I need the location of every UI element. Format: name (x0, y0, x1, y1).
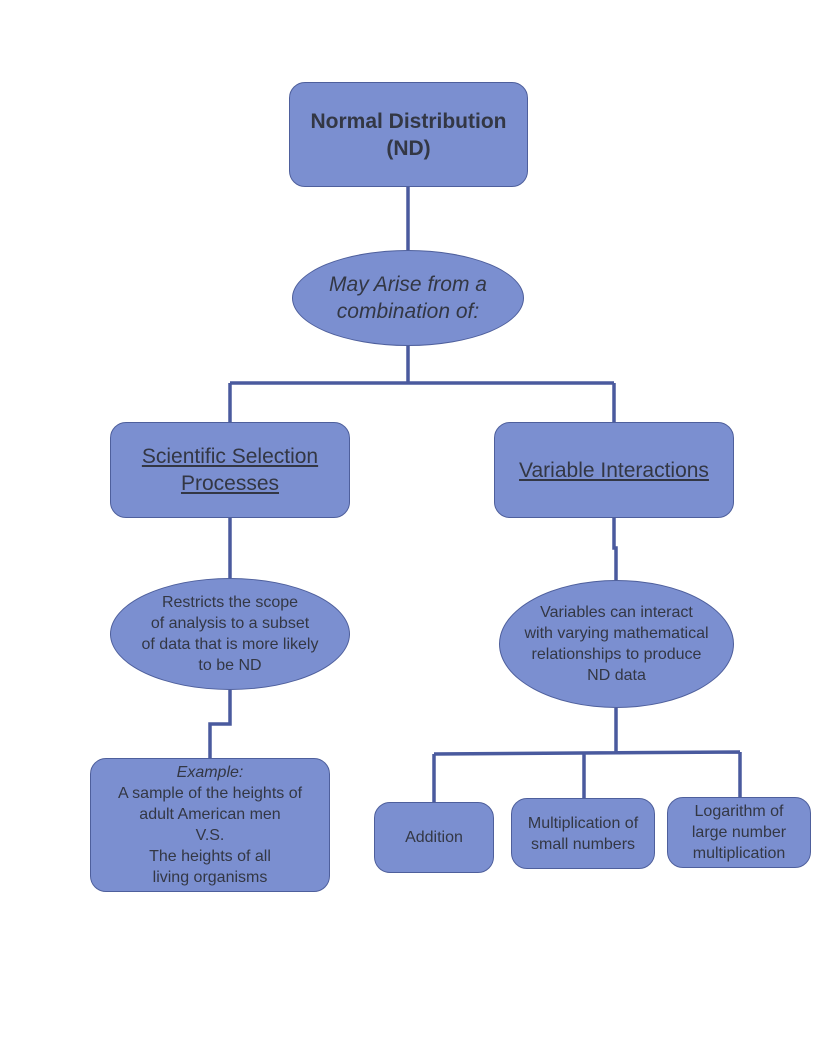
arise-from-node: May Arise from a combination of: (292, 250, 524, 346)
example-label: Example: (176, 764, 244, 781)
node-heading-line1: Scientific Selection (141, 445, 319, 468)
node-text-line: Variables can interact (540, 604, 693, 621)
node-title-line1: Normal Distribution (310, 109, 507, 133)
node-text-line: Logarithm of (694, 803, 784, 820)
multiplication-node: Multiplication of small numbers (511, 798, 655, 869)
example-line: adult American men (139, 806, 281, 823)
connector-right-heading-desc (612, 518, 618, 580)
normal-distribution-node: Normal Distribution (ND) (289, 82, 528, 187)
node-text-line: to be ND (198, 657, 262, 674)
addition-node: Addition (374, 802, 494, 873)
restricts-scope-node: Restricts the scope of analysis to a sub… (110, 578, 350, 690)
node-text-line: Addition (405, 829, 463, 846)
example-line: The heights of all (149, 848, 271, 865)
connector-left-desc-example (208, 690, 232, 760)
node-heading: Variable Interactions (519, 458, 709, 482)
connector-right-desc-leaves (432, 708, 742, 802)
example-line: V.S. (195, 827, 225, 844)
node-text-line: small numbers (530, 835, 636, 853)
connector-arise-branches (228, 345, 616, 423)
example-line: living organisms (152, 869, 268, 886)
node-text-line2: combination of: (336, 300, 480, 323)
variable-interactions-node: Variable Interactions (494, 422, 734, 518)
node-text-line: relationships to produce (531, 646, 702, 663)
node-text-line: Multiplication of (527, 814, 639, 832)
node-text-line: Restricts the scope (161, 594, 299, 611)
node-heading-line2: Processes (180, 472, 280, 495)
node-text-line: large number (691, 824, 787, 841)
node-title-line2: (ND) (386, 136, 431, 160)
node-text-line: of data that is more likely (141, 636, 319, 653)
node-text-line1: May Arise from a (329, 273, 487, 296)
scientific-selection-node: Scientific Selection Processes (110, 422, 350, 518)
example-node: Example: A sample of the heights of adul… (90, 758, 330, 892)
node-text-line: multiplication (692, 845, 786, 862)
node-text-line: with varying mathematical (524, 625, 709, 642)
example-line: A sample of the heights of (117, 785, 303, 802)
variables-interact-node: Variables can interact with varying math… (499, 580, 734, 708)
logarithm-node: Logarithm of large number multiplication (667, 797, 811, 868)
node-text-line: of analysis to a subset (150, 615, 310, 632)
node-text-line: ND data (587, 667, 646, 684)
